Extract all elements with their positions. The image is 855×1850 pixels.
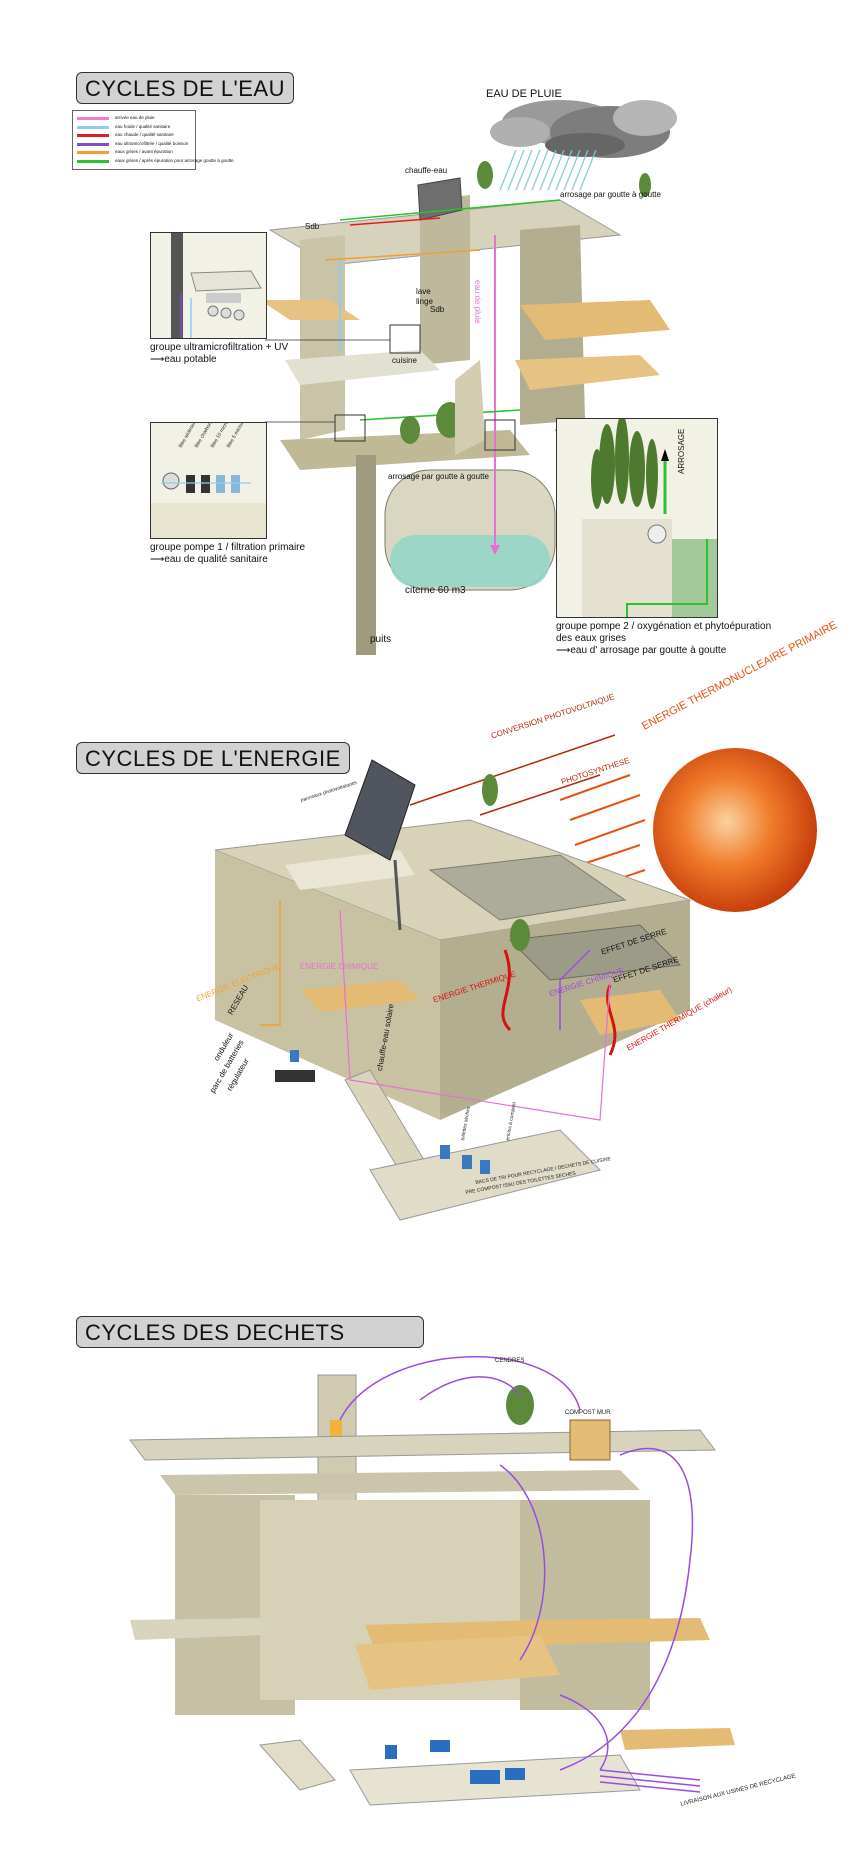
inset2-result: ⟶eau de qualité sanitaire: [150, 554, 268, 566]
arrow-right-icon: ⟶: [150, 354, 165, 365]
legend-label: eau ultramicrofiltrée / qualité boisson: [115, 140, 189, 146]
waste-cycle-panel: CYCLES DES DECHETS: [0, 1300, 855, 1850]
rain-lines: [499, 149, 597, 191]
legend-swatch: [77, 142, 109, 146]
inset3-result: ⟶eau d' arrosage par goutte à goutte: [556, 645, 726, 657]
waste-cycle-title: CYCLES DES DECHETS: [76, 1316, 424, 1348]
legend-swatch: [77, 134, 109, 137]
water-building: [260, 161, 670, 655]
chauffe-eau-label: chauffe-eau: [405, 166, 448, 175]
inset1-result-text: eau potable: [164, 354, 217, 365]
legend-label: eaux grises / avant épuration: [115, 149, 173, 154]
water-legend: arrivée eau de pluie eau froide / qualité…: [72, 110, 234, 170]
legend-label: eau chaude / qualité sanitaire: [115, 132, 174, 137]
cendres-label: CENDRES: [495, 1358, 525, 1364]
water-cycle-panel: CYCLES DE L'EAU arrivée eau de pluie eau …: [0, 0, 855, 660]
rain-cloud-icon: [490, 100, 677, 158]
energy-cycle-panel: CYCLES DE L'ENERGIE: [0, 619, 855, 1300]
legend-swatch: [77, 151, 109, 154]
sun-icon: [653, 748, 817, 912]
legend-label: eau froide / qualité sanitaire: [115, 123, 171, 129]
chimique1-label: ENERGIE CHIMIQUE: [300, 962, 379, 971]
citerne-label: citerne 60 m3: [405, 585, 466, 596]
ultramicrofiltration-inset: [150, 232, 267, 339]
compost-label: COMPOST MUR: [565, 1410, 611, 1416]
legend-swatch: [77, 117, 109, 120]
filtration-unit-illustration: [151, 233, 266, 338]
arrosage-top-label: arrosage par goutte à goutte: [560, 190, 661, 199]
inset3-title-line1: groupe pompe 2 / oxygénation et phytoépu…: [556, 621, 772, 632]
water-building-illustration: [260, 100, 677, 655]
phytoepuration-illustration: [557, 419, 717, 617]
waste-building-illustration: [129, 1355, 735, 1806]
pump1-illustration: [151, 423, 266, 538]
inset2-title: groupe pompe 1 / filtration primaire: [150, 542, 306, 553]
arrow-right-icon: ⟶: [150, 554, 165, 565]
arrow-right-icon: ⟶: [556, 645, 571, 656]
rain-label: EAU DE PLUIE: [486, 88, 562, 100]
pump1-inset: filtre sédiments filtre charbon actif fi…: [150, 422, 267, 539]
puits-label: puits: [370, 634, 392, 645]
energy-cycle-title: CYCLES DE L'ENERGIE: [76, 742, 350, 774]
inset3-title-line2: des eaux grises: [556, 633, 627, 644]
lave-linge-label: lave linge: [416, 287, 433, 306]
inset2-result-text: eau de qualité sanitaire: [164, 554, 268, 565]
sdb-top-label: Sdb: [305, 222, 320, 231]
arrosage-vertical-label: ARROSAGE: [677, 428, 686, 474]
energy-building-illustration: [214, 734, 817, 1221]
cuisine-label: cuisine: [392, 356, 417, 365]
inset1-result: ⟶eau potable: [150, 354, 217, 366]
solar-panel-icon: [344, 759, 416, 861]
legend-label: eaux grises / après épuration pour arros…: [115, 157, 234, 163]
water-cycle-title: CYCLES DE L'EAU: [76, 72, 294, 104]
inset1-title: groupe ultramicrofiltration + UV: [150, 342, 289, 353]
legend-swatch: [77, 159, 109, 163]
legend-label: arrivée eau de pluie: [115, 115, 155, 120]
arrosage-mid-label: arrosage par goutte à goutte: [388, 472, 489, 481]
sdb-mid-label: Sdb: [430, 305, 445, 314]
rain-vertical-label: eau de pluie: [473, 280, 482, 324]
inset3-result-text: eau d' arrosage par goutte à goutte: [570, 645, 727, 656]
legend-swatch: [77, 125, 109, 129]
pump2-inset: ARROSAGE: [556, 418, 718, 618]
